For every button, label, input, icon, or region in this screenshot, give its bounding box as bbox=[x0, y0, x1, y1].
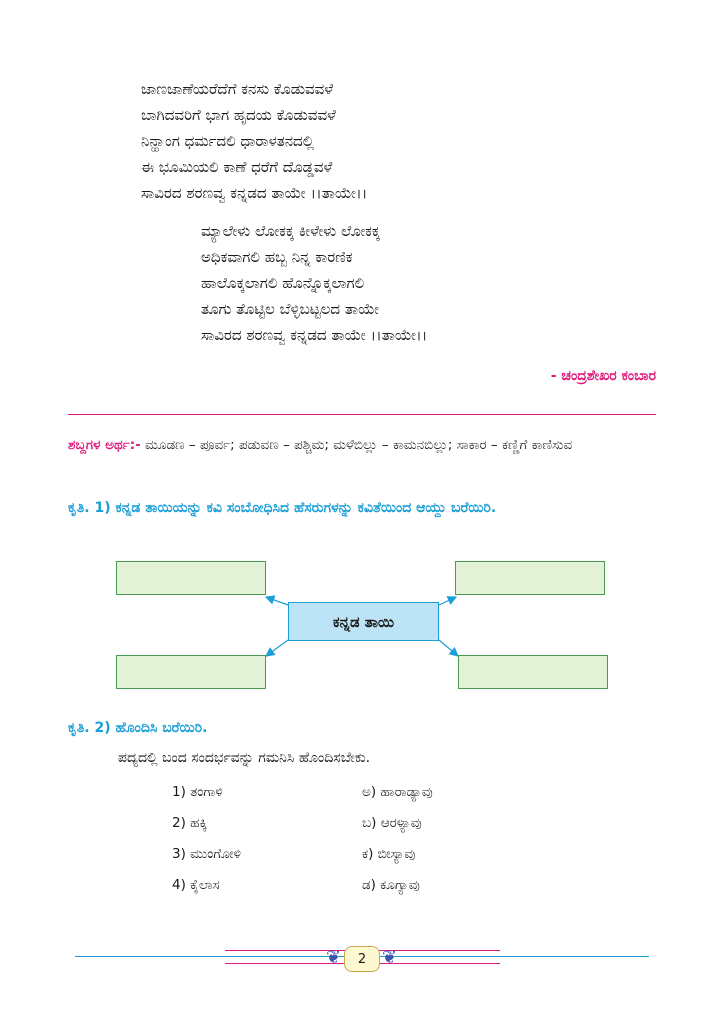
page-number: 2 bbox=[344, 946, 380, 972]
match-right-item: ಕ) ಬೀಸ್ಯಾವು bbox=[362, 846, 416, 862]
poem-stanza-1: ಜಾಣಜಾಣೆಯರೆದೆಗೆ ಕನಸು ಕೊಡುವವಳೆ ಬಾಗಿದವರಿಗೆ … bbox=[141, 76, 367, 206]
diagram-center-box: ಕನ್ನಡ ತಾಯಿ bbox=[288, 602, 439, 641]
answer-box-bottom-left[interactable] bbox=[116, 655, 266, 689]
match-right-item: ಬ) ಆರಳ್ಯಾವು bbox=[362, 815, 422, 831]
poem-line: ಈ ಭೂಮಿಯಲಿ ಕಾಣೆ ಧರೆಗೆ ದೊಡ್ಡವಳೆ bbox=[141, 158, 333, 176]
poem-line: ಹಾಲೊಕ್ಕಲಾಗಲಿ ಹೊನ್ನೊಕ್ಕಲಾಗಲಿ bbox=[201, 274, 365, 292]
answer-box-bottom-right[interactable] bbox=[458, 655, 608, 689]
match-left-item: 4) ಕೈಲಾಸ bbox=[172, 877, 220, 893]
glossary: ಶಬ್ದಗಳ ಅರ್ಥ:- ಮೂಡಣ – ಪೂರ್ವ; ಪಡುವಣ – ಪಶ್ಚ… bbox=[68, 434, 658, 456]
poem-line: ಸಾವಿರದ ಶರಣವ್ವ ಕನ್ನಡದ ತಾಯೇ ।।ತಾಯೇ।। bbox=[201, 326, 428, 344]
glossary-text: ಮೂಡಣ – ಪೂರ್ವ; ಪಡುವಣ – ಪಶ್ಚಿಮ; ಮಳೆಬಿಲ್ಲು … bbox=[140, 437, 573, 453]
match-left-item: 1) ತಂಗಾಳಿ bbox=[172, 784, 223, 800]
poem-line: ಜಾಣಜಾಣೆಯರೆದೆಗೆ ಕನಸು ಕೊಡುವವಳೆ bbox=[141, 80, 334, 98]
poem-stanza-2: ಮ್ಯಾಲೇಳು ಲೋಕಕ್ಕ ಕೀಳೇಳು ಲೋಕಕ್ಕ ಅಧಿಕವಾಗಲಿ … bbox=[201, 218, 427, 348]
glossary-title: ಶಬ್ದಗಳ ಅರ್ಥ:- bbox=[68, 437, 141, 453]
poem-line: ಸಾವಿರದ ಶರಣವ್ವ ಕನ್ನಡದ ತಾಯೇ ।।ತಾಯೇ।। bbox=[141, 184, 368, 202]
answer-box-top-right[interactable] bbox=[455, 561, 605, 595]
match-right-item: ಡ) ಕೂಗ್ಯಾವು bbox=[362, 877, 420, 893]
ornament-icon: ❦ bbox=[382, 947, 398, 968]
poem-line: ಅಧಿಕವಾಗಲಿ ಹಬ್ಬ ನಿನ್ನ ಕಾರಣಿಕ bbox=[201, 248, 353, 266]
poem-line: ಮ್ಯಾಲೇಳು ಲೋಕಕ್ಕ ಕೀಳೇಳು ಲೋಕಕ್ಕ bbox=[201, 222, 381, 240]
ornament-icon: ❦ bbox=[326, 947, 342, 968]
match-left-item: 2) ಹಕ್ಕಿ bbox=[172, 815, 208, 831]
poem-line: ತೂಗು ತೊಟ್ಟಿಲ ಬೆಳ್ಳಿಬಟ್ಟಲದ ತಾಯೇ bbox=[201, 300, 380, 318]
task-2-instruction: ಪದ್ಯದಲ್ಲಿ ಬಂದ ಸಂದರ್ಭವನ್ನು ಗಮನಿಸಿ ಹೊಂದಿಸಬ… bbox=[118, 750, 371, 766]
task-2-heading: ಕೃತಿ. 2) ಹೊಂದಿಸಿ ಬರೆಯಿರಿ. bbox=[68, 720, 208, 736]
match-right-item: ಅ) ಹಾರಾಡ್ಯಾವು bbox=[362, 784, 433, 800]
match-left-item: 3) ಮುಂಗೋಳಿ bbox=[172, 846, 241, 862]
poem-line: ನಿನ್ಹಾಂಗ ಧರ್ಮದಲಿ ಧಾರಾಳತನದಲ್ಲಿ bbox=[141, 132, 315, 150]
poem-line: ಬಾಗಿದವರಿಗೆ ಭಾಗ ಹೃದಯ ಕೊಡುವವಳೆ bbox=[141, 106, 336, 124]
poem-author: - ಚಂದ್ರಶೇಖರ ಕಂಬಾರ bbox=[550, 368, 656, 384]
answer-box-top-left[interactable] bbox=[116, 561, 266, 595]
task-1-heading: ಕೃತಿ. 1) ಕನ್ನಡ ತಾಯಿಯನ್ನು ಕವಿ ಸಂಬೋಧಿಸಿದ ಹ… bbox=[68, 500, 497, 516]
section-divider bbox=[68, 414, 656, 415]
